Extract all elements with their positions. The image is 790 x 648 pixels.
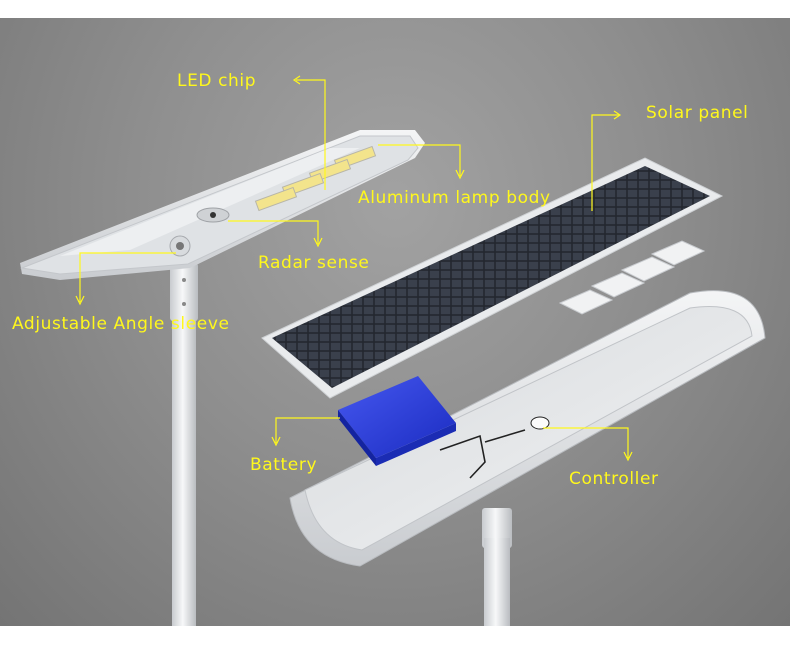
- radar-sense-label: Radar sense: [258, 253, 370, 273]
- solar-panel-label: Solar panel: [646, 103, 749, 123]
- lamp-tray: [289, 240, 766, 626]
- controller-label: Controller: [569, 469, 659, 489]
- controller-module: [530, 416, 550, 430]
- battery: [338, 376, 456, 466]
- led-chip-label: LED chip: [177, 71, 257, 91]
- assembled-lamp: [20, 130, 425, 280]
- led-strips: [558, 240, 706, 315]
- adjustable-angle-sleeve: [170, 263, 198, 321]
- solar-panel: [261, 157, 724, 399]
- aluminum-lamp-body-label: Aluminum lamp body: [358, 188, 551, 208]
- product-diagram: [0, 18, 790, 626]
- battery-label: Battery: [250, 455, 318, 475]
- left-pole: [170, 263, 198, 626]
- led-chip-modules: [254, 145, 377, 212]
- adjustable-angle-sleeve-label: Adjustable Angle sleeve: [12, 314, 230, 334]
- diagram-art: [20, 75, 766, 626]
- leader-lines: [75, 75, 633, 462]
